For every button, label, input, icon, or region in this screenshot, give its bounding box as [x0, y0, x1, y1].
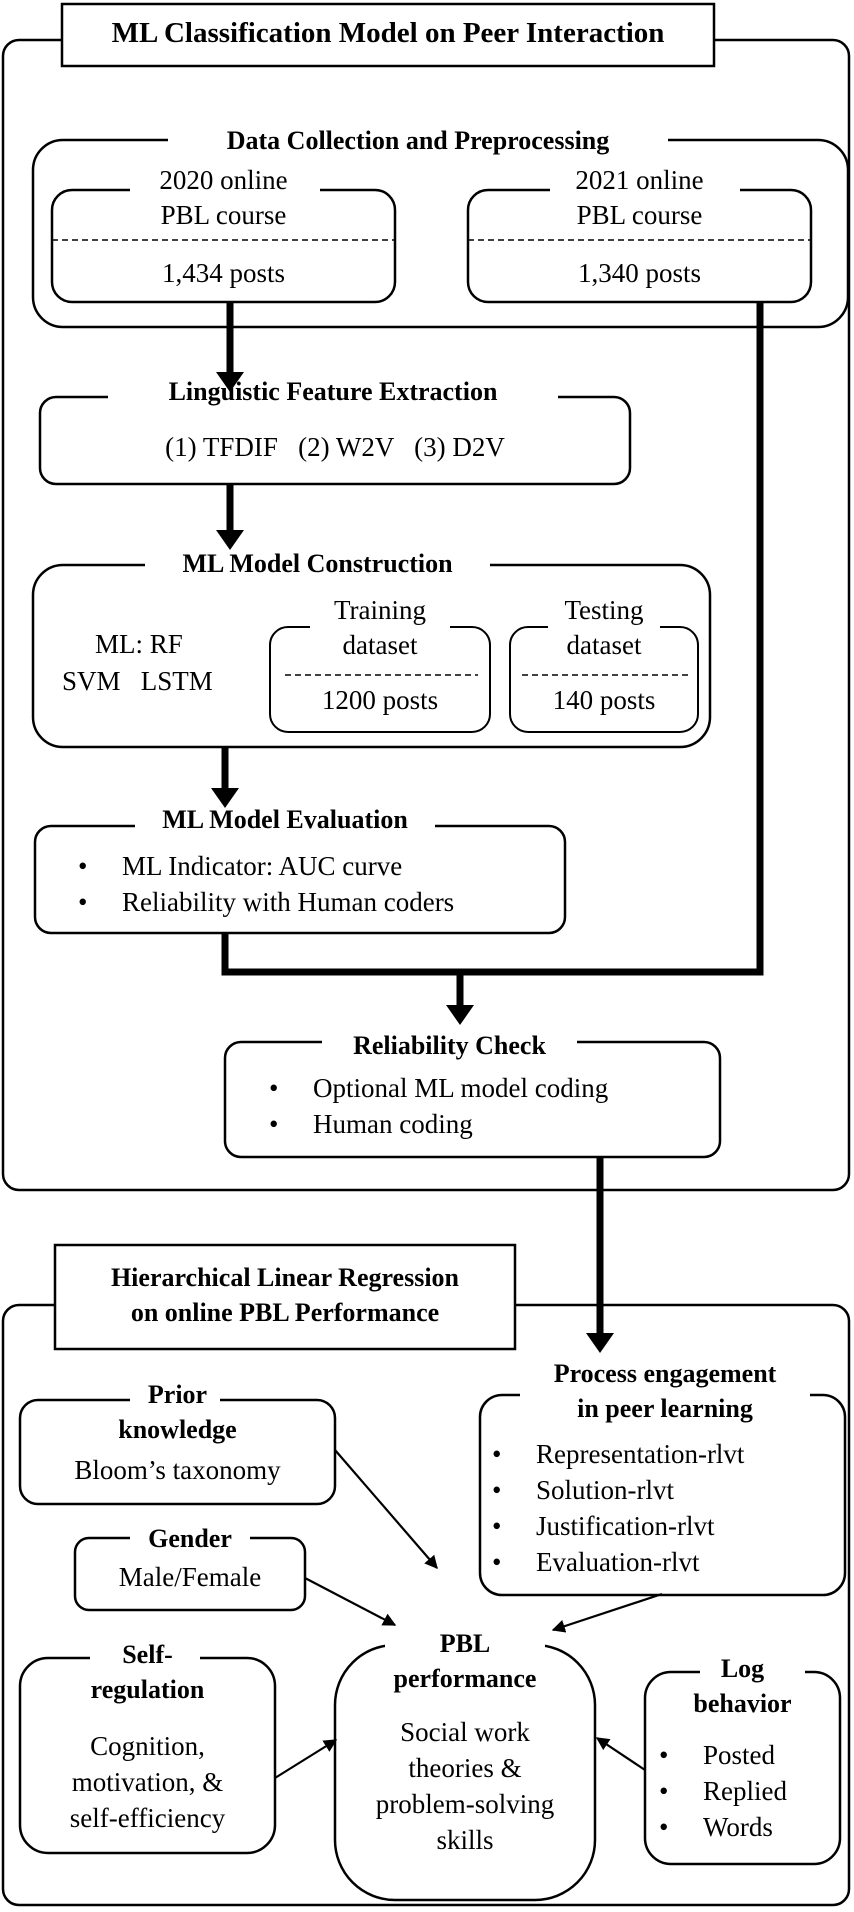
- model-evaluation-heading: ML Model Evaluation: [162, 805, 408, 834]
- diagram-title: ML Classification Model on Peer Interact…: [111, 17, 665, 49]
- regression-title-box: [53, 1243, 517, 1351]
- regression-title-line1: Hierarchical Linear Regression: [110, 1263, 460, 1292]
- reliability-item-2: Human coding: [269, 1108, 473, 1141]
- arrow-log-to-pbl: [595, 1737, 646, 1771]
- course-2020-line2: PBL course: [160, 200, 287, 230]
- feature-extraction-heading: Linguistic Feature Extraction: [168, 377, 498, 406]
- log-item-3: Words: [659, 1811, 773, 1844]
- log-item-2: Replied: [659, 1775, 787, 1808]
- log-behavior-heading-line1: Log: [720, 1654, 765, 1683]
- testing-line1: Testing: [564, 595, 644, 625]
- pbl-performance-detail-line3: problem-solving: [375, 1789, 555, 1819]
- log-item-1: Posted: [659, 1739, 775, 1772]
- pbl-performance-heading-line1: PBL: [439, 1629, 491, 1658]
- training-posts: 1200 posts: [321, 685, 439, 715]
- ml-algorithms-line1: ML: RF: [95, 629, 183, 659]
- course-2021-line1: 2021 online: [575, 165, 704, 195]
- engagement-item-2: Solution-rlvt: [492, 1474, 674, 1507]
- evaluation-item-2: Reliability with Human coders: [78, 886, 454, 919]
- arrow-selfreg-to-pbl: [274, 1739, 338, 1779]
- engagement-item-4: Evaluation-rlvt: [492, 1546, 700, 1579]
- course-2021-line2: PBL course: [576, 200, 703, 230]
- course-2021-posts: 1,340 posts: [577, 258, 702, 288]
- self-regulation-detail-line1: Cognition,: [90, 1731, 205, 1761]
- regression-title-line2: on online PBL Performance: [130, 1298, 440, 1327]
- testing-line2: dataset: [566, 630, 642, 660]
- engagement-heading-line1: Process engagement: [553, 1359, 777, 1388]
- model-construction-heading: ML Model Construction: [182, 549, 453, 578]
- ml-algorithms-line2: SVM LSTM: [62, 666, 213, 696]
- pbl-performance-detail-line4: skills: [436, 1825, 494, 1855]
- self-regulation-detail-line2: motivation, &: [71, 1767, 224, 1797]
- gender-heading: Gender: [148, 1524, 232, 1553]
- arrow-engagement-to-pbl: [551, 1592, 663, 1633]
- feature-extraction-methods: (1) TFDIF (2) W2V (3) D2V: [165, 432, 505, 462]
- self-regulation-heading-line1: Self-: [122, 1640, 173, 1669]
- gender-detail: Male/Female: [118, 1562, 262, 1592]
- arrow-gender-to-pbl: [304, 1577, 397, 1626]
- reliability-check-heading: Reliability Check: [353, 1031, 546, 1060]
- engagement-item-1: Representation-rlvt: [492, 1438, 745, 1471]
- training-line2: dataset: [342, 630, 418, 660]
- prior-knowledge-heading-line1: Prior: [147, 1380, 208, 1409]
- title-box: [60, 2, 716, 68]
- log-behavior-heading-line2: behavior: [693, 1689, 792, 1718]
- arrow-prior-to-pbl: [334, 1449, 438, 1569]
- self-regulation-heading-line2: regulation: [90, 1675, 205, 1704]
- pbl-performance-heading-line2: performance: [393, 1664, 537, 1693]
- data-collection-heading: Data Collection and Preprocessing: [226, 126, 610, 155]
- self-regulation-detail-line3: self-efficiency: [69, 1803, 226, 1833]
- engagement-item-3: Justification-rlvt: [492, 1510, 715, 1543]
- engagement-heading-line2: in peer learning: [577, 1394, 753, 1423]
- reliability-item-1: Optional ML model coding: [269, 1072, 608, 1105]
- prior-knowledge-detail: Bloom’s taxonomy: [74, 1455, 281, 1485]
- course-2020-posts: 1,434 posts: [161, 258, 286, 288]
- pbl-performance-detail-line2: theories &: [408, 1753, 522, 1783]
- arrow-2021-to-check: [460, 302, 764, 976]
- arrow-evaluation-to-check: [221, 933, 464, 1010]
- pbl-performance-detail-line1: Social work: [400, 1717, 530, 1747]
- prior-knowledge-heading-line2: knowledge: [118, 1415, 237, 1444]
- training-line1: Training: [333, 595, 427, 625]
- evaluation-item-1: ML Indicator: AUC curve: [78, 850, 402, 883]
- testing-posts: 140 posts: [552, 685, 656, 715]
- course-2020-line1: 2020 online: [159, 165, 288, 195]
